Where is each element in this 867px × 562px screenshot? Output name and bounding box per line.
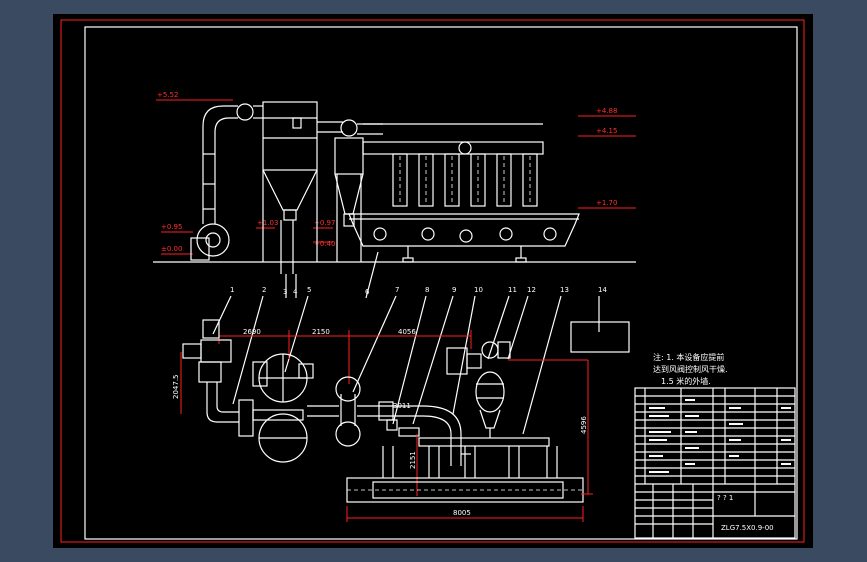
note-line-2: 达到风阀控制风干燥. xyxy=(653,364,728,374)
part-5: 5 xyxy=(307,286,311,294)
elev-488: +4.88 xyxy=(596,107,617,115)
part-14: 14 xyxy=(598,286,607,294)
title-name: ? ? 1 xyxy=(717,494,733,502)
note-line-1: 注: 1. 本设备应提前 xyxy=(653,352,724,362)
elev-170: +1.70 xyxy=(596,199,617,207)
dryer-risers xyxy=(392,153,538,207)
inner-frame xyxy=(84,26,798,540)
dim-4596: 4596 xyxy=(580,416,588,434)
cyclone xyxy=(334,137,364,175)
elev-095: +0.95 xyxy=(161,223,182,231)
part-12: 12 xyxy=(527,286,536,294)
cad-viewport[interactable]: +5.52 +4.88 +4.15 +1.70 +0.95 ±0.00 +1.0… xyxy=(53,14,813,548)
part-11: 11 xyxy=(508,286,517,294)
dim-2150: 2150 xyxy=(312,328,330,336)
fan-housing xyxy=(196,223,230,257)
part-13: 13 xyxy=(560,286,569,294)
control-cabinet xyxy=(570,321,630,353)
dim-3011: 3011 xyxy=(393,402,411,410)
plan-view: 2690 2150 4056 2047.5 3 xyxy=(172,296,630,522)
part-2: 2 xyxy=(262,286,266,294)
part-10: 10 xyxy=(474,286,483,294)
elev-103: +1.03 xyxy=(257,219,278,227)
cad-drawing: +5.52 +4.88 +4.15 +1.70 +0.95 ±0.00 +1.0… xyxy=(60,19,805,543)
drawing-number: ZLG7.5X0.9-00 xyxy=(721,524,774,532)
part-1: 1 xyxy=(230,286,234,294)
bag-filter xyxy=(262,101,318,171)
dim-2047: 2047.5 xyxy=(172,375,180,400)
elev-000: ±0.00 xyxy=(161,245,182,253)
note-line-3: 1.5 米的外墙. xyxy=(661,376,711,386)
dryer-body xyxy=(348,213,580,247)
dim-2151: 2151 xyxy=(409,451,417,469)
elev-097: +0.97 xyxy=(314,219,335,227)
dim-4056: 4056 xyxy=(398,328,416,336)
part-7: 7 xyxy=(395,286,399,294)
dim-8005: 8005 xyxy=(453,509,471,517)
part-3: 3 xyxy=(283,288,287,296)
part-8: 8 xyxy=(425,286,429,294)
main-duct xyxy=(362,141,544,155)
outer-frame xyxy=(60,19,805,543)
dim-2690: 2690 xyxy=(243,328,261,336)
part-labels: 1 2 3 4 5 6 7 8 9 10 11 12 13 14 xyxy=(212,251,607,435)
elev-552: +5.52 xyxy=(157,91,178,99)
title-block: ? ? 1 ZLG7.5X0.9-00 xyxy=(634,387,796,539)
elev-040: +0.40 xyxy=(314,240,335,248)
part-9: 9 xyxy=(452,286,456,294)
notes: 注: 1. 本设备应提前 达到风阀控制风干燥. 1.5 米的外墙. xyxy=(653,352,728,386)
elevation-view: +5.52 +4.88 +4.15 +1.70 +0.95 ±0.00 +1.0… xyxy=(153,91,636,274)
elev-415: +4.15 xyxy=(596,127,617,135)
